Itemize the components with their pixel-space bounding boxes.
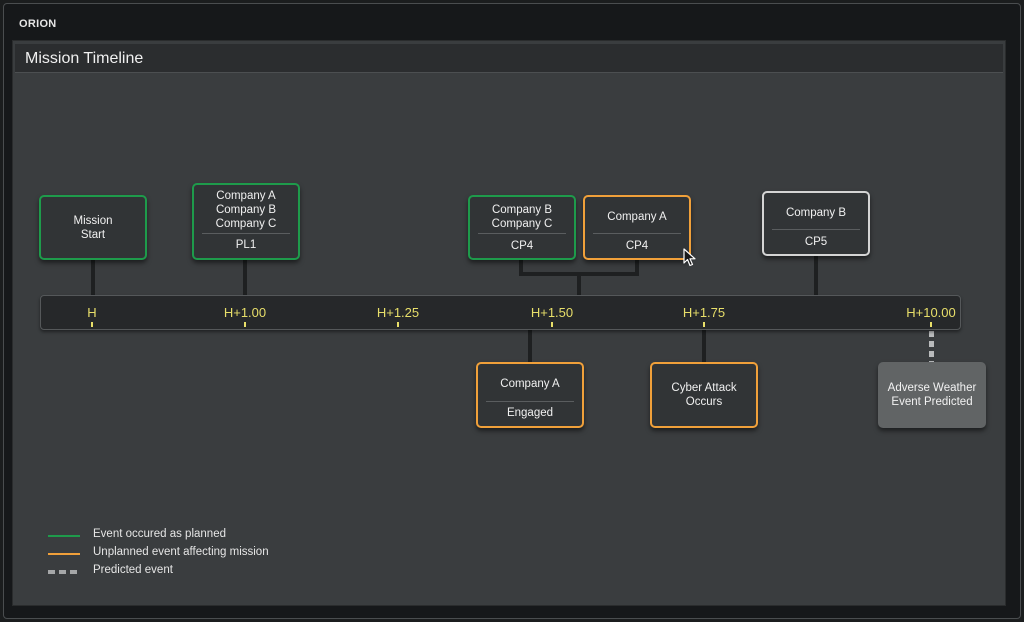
card-divider [202,233,290,234]
tick-label-h: H [87,305,97,320]
tick-label-h1-50: H+1.50 [530,305,574,320]
event-card-cp4-a[interactable]: Company A CP4 [583,195,691,260]
tick-mark-h1-00 [244,322,246,327]
event-card-pl1[interactable]: Company A Company B Company C PL1 [192,183,300,260]
card-divider [772,229,860,230]
tick-mark-h1-75 [703,322,705,327]
tick-label-h1-75: H+1.75 [682,305,726,320]
timeline-track [40,295,961,330]
tick-label-h1-25: H+1.25 [376,305,420,320]
location-label: PL1 [235,239,257,251]
legend-planned-label: Event occured as planned [93,528,226,540]
connector-engaged [528,329,532,363]
tick-label-h1-00: H+1.00 [223,305,267,320]
title-bar: ORION [4,4,1020,42]
event-text: Mission [73,214,113,227]
event-text: Event Predicted [891,396,973,408]
company-label: Company A [500,378,560,390]
company-label: Company B [785,207,847,219]
event-card-cp5-b[interactable]: Company B CP5 [762,191,870,256]
card-divider [478,233,566,234]
panel-header: Mission Timeline [15,44,1003,73]
connector-cyber [702,329,706,363]
company-label: Company B [491,204,553,216]
company-label: Company A [607,211,667,223]
company-label: Company C [491,218,553,230]
legend-unplanned-label: Unplanned event affecting mission [93,546,269,558]
connector-cp4-bc [519,259,523,275]
connector-mission-start [91,259,95,296]
legend-planned-swatch [48,535,80,537]
location-label: Engaged [506,407,554,419]
connector-cp5 [814,255,818,296]
company-label: Company C [215,218,277,230]
event-card-mission-start[interactable]: Mission Start [39,195,147,260]
card-divider [486,401,574,402]
company-label: Company B [215,204,277,216]
event-text: Occurs [685,396,723,408]
location-label: CP4 [625,240,649,252]
event-card-engaged-a[interactable]: Company A Engaged [476,362,584,428]
connector-weather-predicted [929,331,934,362]
location-label: CP4 [510,240,534,252]
legend-predicted-label: Predicted event [93,564,173,576]
event-text: Start [80,228,106,241]
location-label: CP5 [804,236,828,248]
app-title: ORION [19,18,57,30]
tick-mark-h [91,322,93,327]
event-card-adverse-weather[interactable]: Adverse Weather Event Predicted [878,362,986,428]
tick-mark-h1-50 [551,322,553,327]
mouse-cursor-icon [683,248,696,267]
tick-mark-h10-00 [930,322,932,327]
event-card-cyber-attack[interactable]: Cyber Attack Occurs [650,362,758,428]
event-card-cp4-bc[interactable]: Company B Company C CP4 [468,195,576,260]
tick-mark-h1-25 [397,322,399,327]
card-divider [593,233,681,234]
company-label: Company A [216,190,276,202]
connector-cp4-a [635,259,639,275]
event-text: Cyber Attack [671,382,737,394]
legend-predicted-swatch [48,570,80,574]
panel-title: Mission Timeline [25,50,144,67]
connector-pl1 [243,259,247,296]
tick-label-h10-00: H+10.00 [906,305,956,320]
connector-cp4-stem [577,272,581,296]
legend-unplanned-swatch [48,553,80,555]
event-text: Adverse Weather [887,382,977,394]
